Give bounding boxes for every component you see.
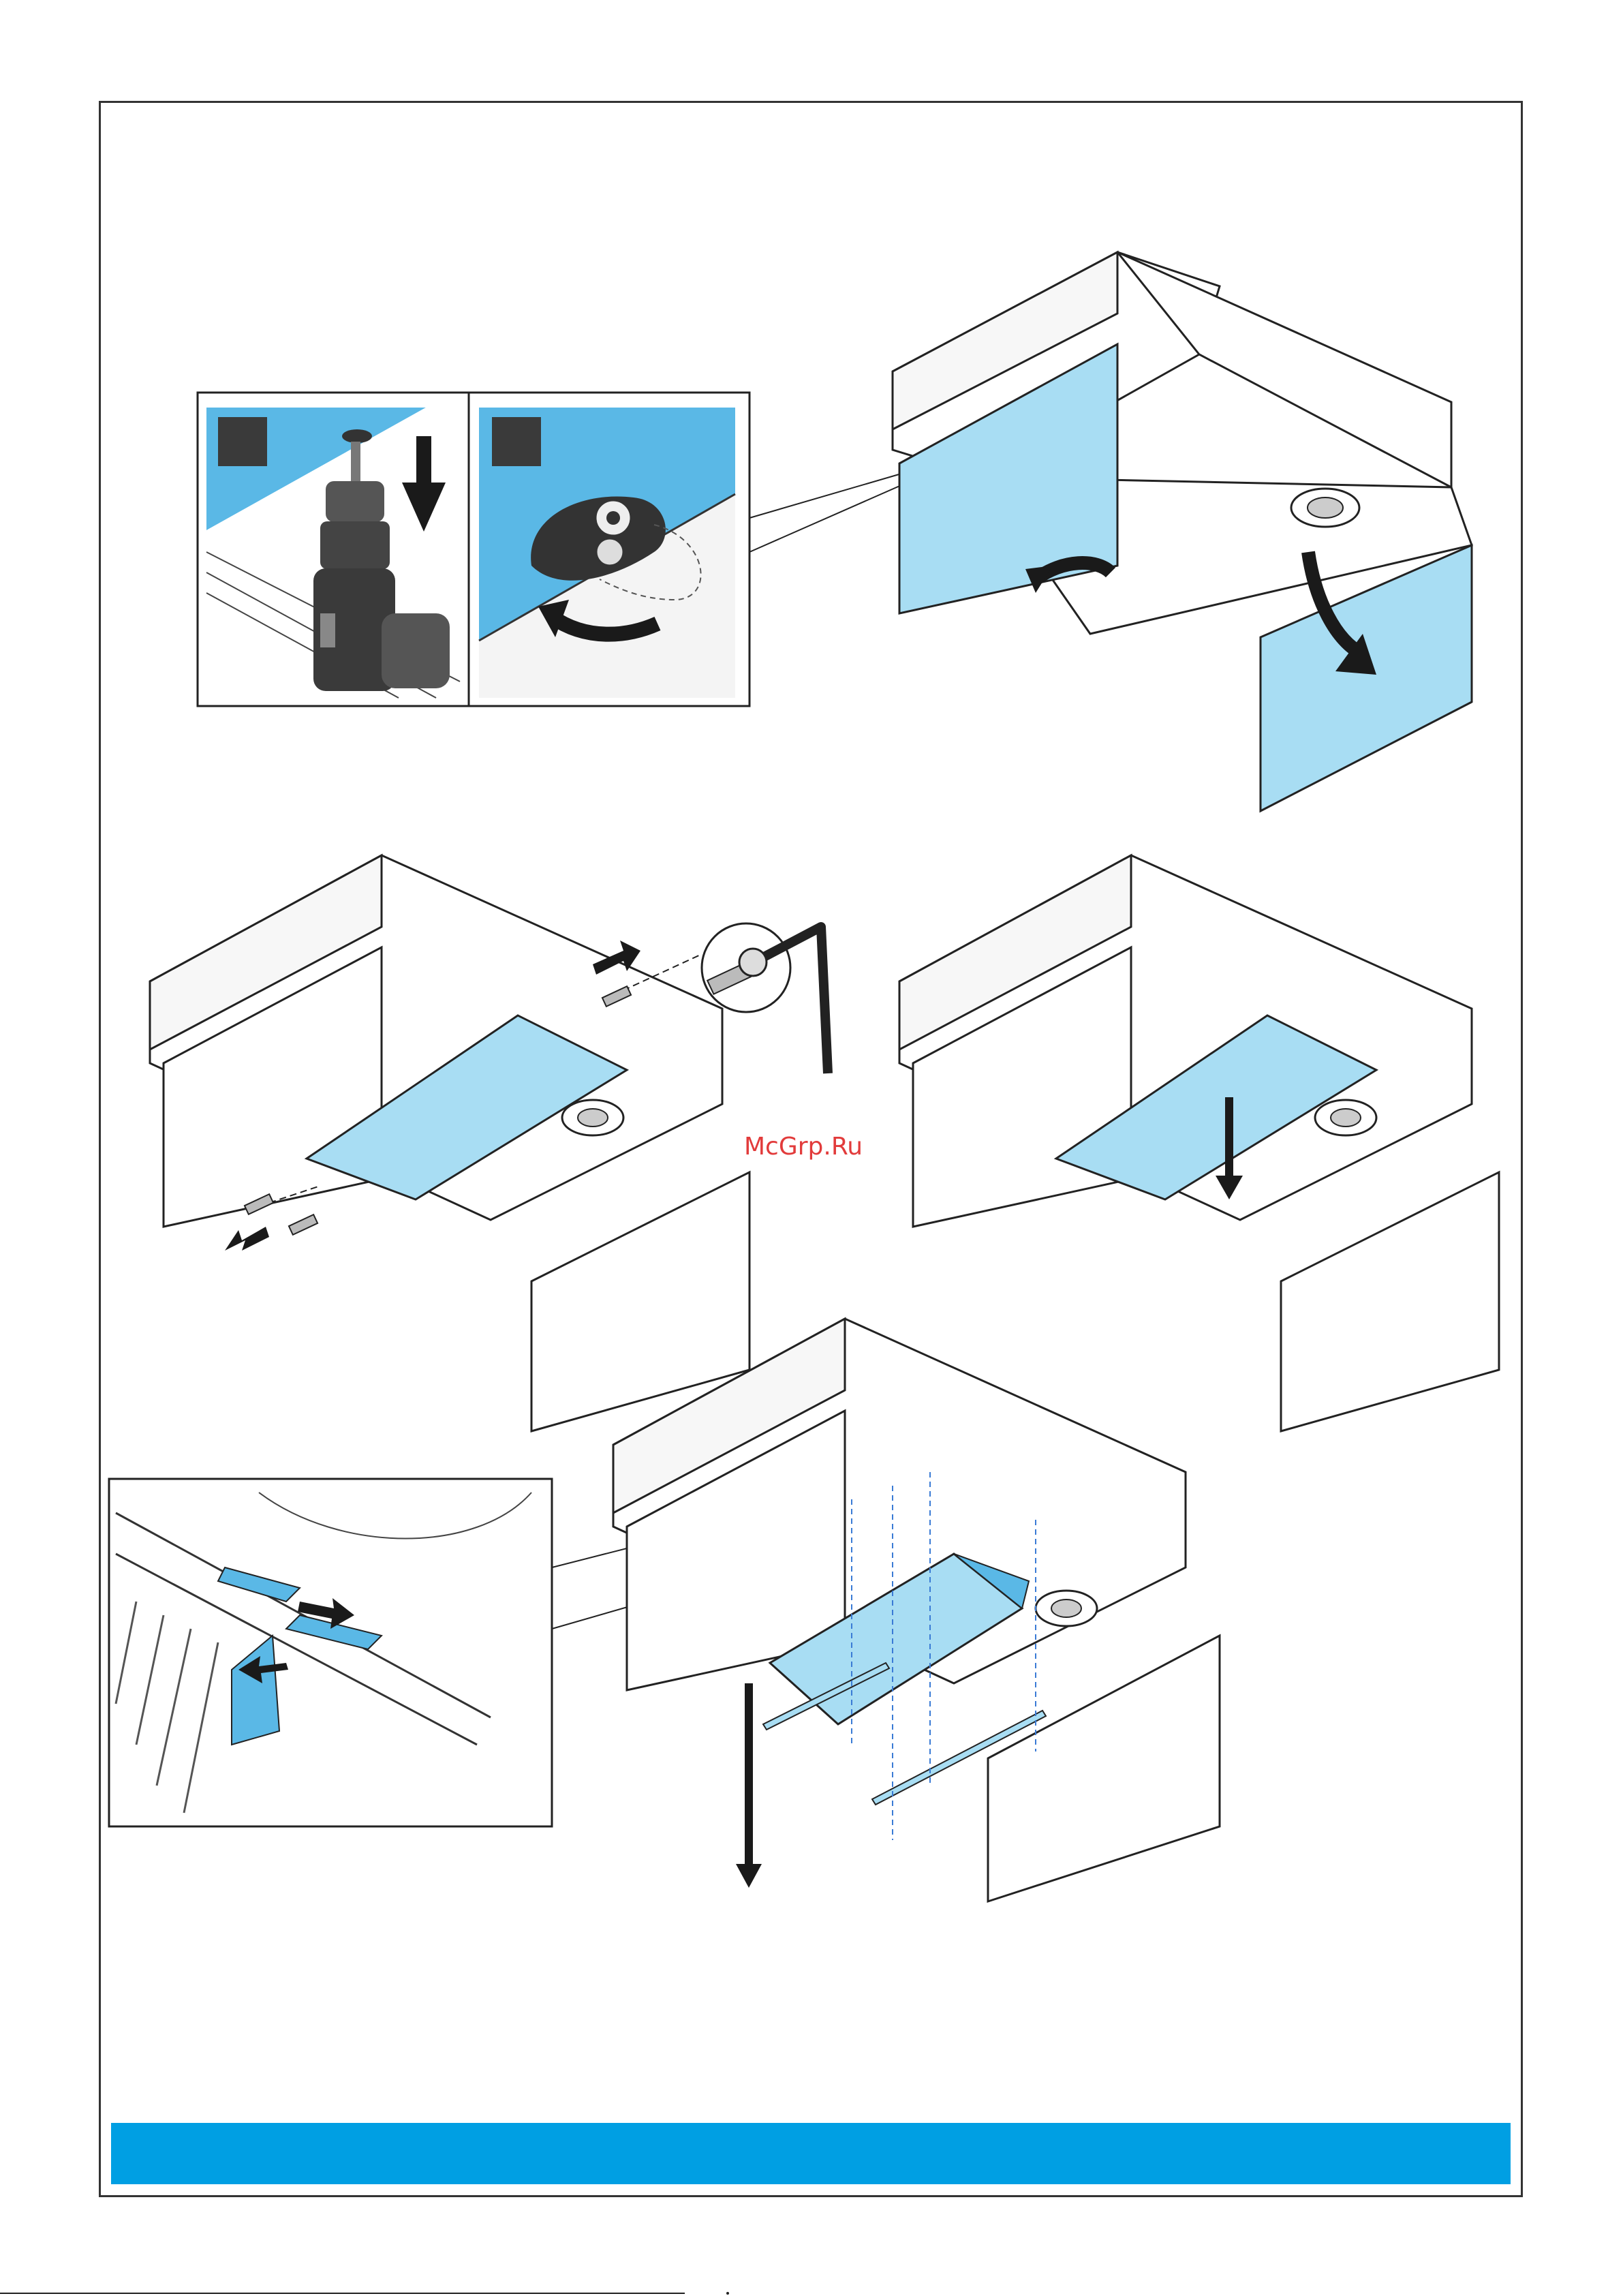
footer-dot: [726, 2292, 729, 2295]
inset-drill-panel: [198, 393, 749, 706]
watermark: McGrp.Ru: [744, 1133, 863, 1161]
step-number-square-b: [492, 417, 541, 466]
inset-rail-detail: [109, 1479, 552, 1826]
hood-illustration-step4: [613, 1319, 1220, 1901]
step-number-square-a: [218, 417, 267, 466]
hood-illustration-step3: [899, 855, 1499, 1431]
hood-illustration-step2: [150, 855, 749, 1431]
hood-illustration-step1: [893, 252, 1472, 811]
footer-line: [0, 2293, 685, 2294]
arrow-icon: [736, 1683, 762, 1888]
bottom-bar: [111, 2123, 1511, 2184]
